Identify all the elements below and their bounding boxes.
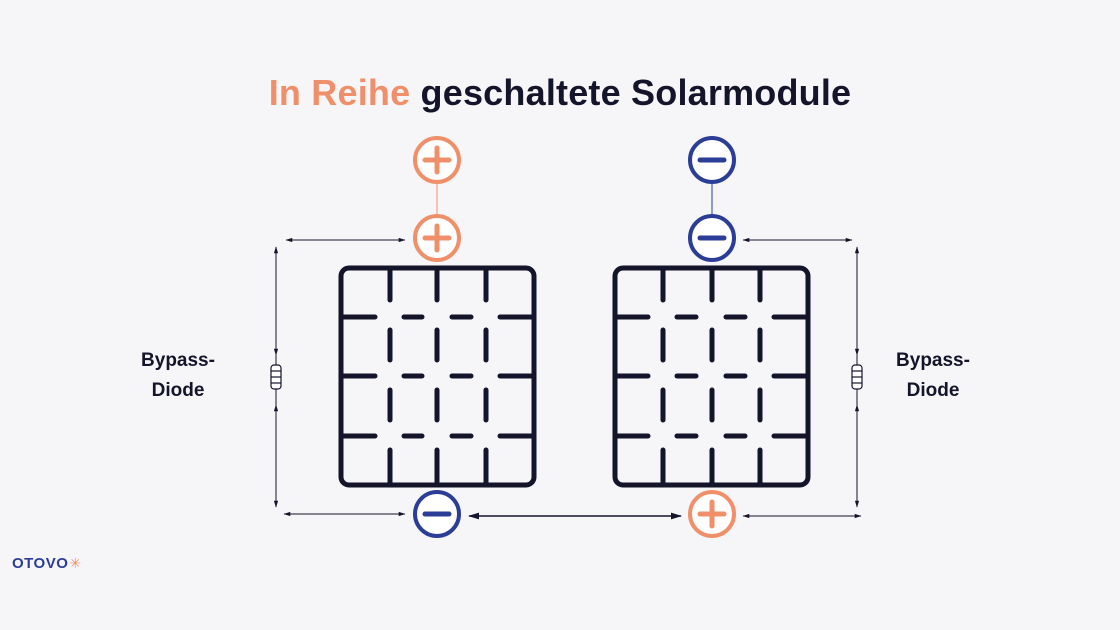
left-solar-panel [338, 265, 537, 488]
otovo-logo: OTOVO✳ [12, 555, 82, 572]
left-diode-label-line1: Bypass- [141, 350, 215, 371]
right-bypass-wiring [742, 237, 862, 519]
title-rest: geschaltete Solarmodule [420, 72, 852, 113]
right-bypass-diode-icon [851, 355, 863, 405]
left-top-plus-terminal [413, 136, 461, 184]
left-bypass-diode-label: Bypass- Diode [118, 346, 238, 406]
right-module-minus-terminal [688, 214, 736, 262]
left-module-minus-terminal [413, 490, 461, 538]
sunburst-icon: ✳ [69, 555, 82, 571]
page-title: In Reihe geschaltete Solarmodule [0, 72, 1120, 114]
left-bypass-diode-icon [270, 355, 282, 405]
right-diode-label-line1: Bypass- [896, 350, 970, 371]
left-bypass-wiring [273, 237, 406, 517]
right-solar-panel [612, 265, 811, 488]
left-module-plus-terminal [413, 214, 461, 262]
right-diode-label-line2: Diode [906, 380, 960, 401]
right-bypass-diode-label: Bypass- Diode [873, 346, 993, 406]
right-top-minus-terminal [688, 136, 736, 184]
right-module-plus-terminal [688, 490, 736, 538]
title-accent: In Reihe [268, 72, 411, 113]
logo-text: OTOVO [12, 555, 69, 572]
left-diode-label-line2: Diode [151, 380, 205, 401]
